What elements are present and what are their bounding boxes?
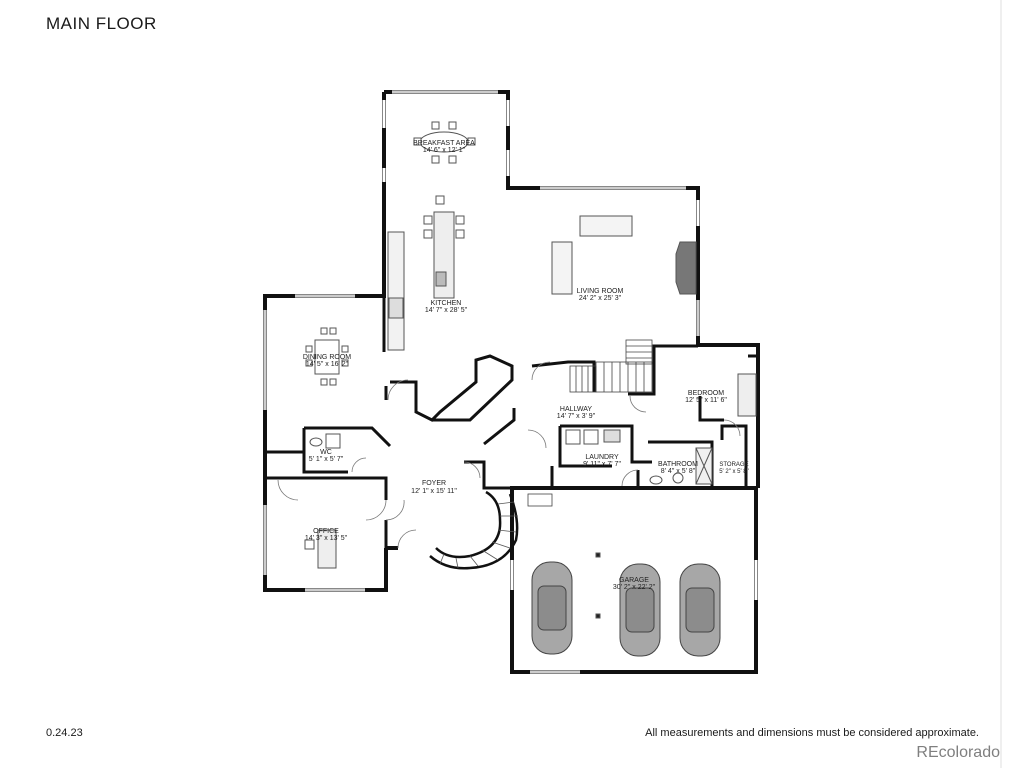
room-dims-hallway: 14' 7" x 3' 9" bbox=[557, 413, 596, 420]
room-dims-bedroom: 12' 5" x 11' 6" bbox=[685, 397, 727, 404]
car-middle bbox=[619, 563, 661, 657]
page-edge-divider bbox=[1000, 0, 1002, 768]
door-swings bbox=[277, 361, 741, 549]
furniture bbox=[304, 121, 757, 619]
room-name-laundry: LAUNDRY bbox=[585, 454, 619, 461]
interior-walls bbox=[265, 296, 758, 548]
room-name-breakfast: BREAKFAST AREA bbox=[413, 140, 475, 147]
room-name-bathroom: BATHROOM bbox=[658, 461, 698, 468]
brand-logo: REcolorado bbox=[916, 744, 1000, 761]
room-dims-breakfast: 14' 6" x 12' 1" bbox=[423, 147, 466, 154]
room-name-storage: STORAGE bbox=[719, 462, 748, 468]
car-left bbox=[531, 561, 573, 655]
room-dims-garage: 30' 2" x 22' 2" bbox=[613, 584, 656, 591]
room-name-bedroom: BEDROOM bbox=[688, 390, 724, 397]
plan-date: 0.24.23 bbox=[46, 727, 83, 739]
straight-stairs bbox=[527, 339, 653, 507]
room-name-kitchen: KITCHEN bbox=[431, 300, 462, 307]
room-name-hallway: HALLWAY bbox=[560, 406, 592, 413]
room-name-office: OFFICE bbox=[313, 528, 339, 535]
room-dims-dining: 14' 5" x 16' 2" bbox=[306, 361, 349, 368]
room-name-dining: DINING ROOM bbox=[303, 354, 351, 361]
room-name-foyer: FOYER bbox=[422, 480, 446, 487]
window-lines bbox=[264, 91, 699, 673]
room-dims-kitchen: 14' 7" x 28' 5" bbox=[425, 307, 468, 314]
stair-treads bbox=[439, 501, 518, 569]
room-labels: BREAKFAST AREA 14' 6" x 12' 1" KITCHEN 1… bbox=[303, 140, 749, 591]
room-dims-foyer: 12' 1" x 15' 11" bbox=[411, 488, 457, 495]
room-dims-laundry: 9' 11" x 7' 7" bbox=[583, 461, 621, 468]
room-dims-bathroom: 8' 4" x 5' 8" bbox=[661, 468, 696, 475]
room-dims-storage: 5' 2" x 5' 8" bbox=[719, 469, 749, 475]
room-name-garage: GARAGE bbox=[619, 577, 649, 584]
floor-title: MAIN FLOOR bbox=[46, 14, 157, 33]
room-dims-living: 24' 2" x 25' 3" bbox=[579, 295, 622, 302]
room-name-wc: WC bbox=[320, 449, 332, 456]
garage-cars bbox=[531, 561, 721, 657]
disclaimer-text: All measurements and dimensions must be … bbox=[645, 727, 979, 739]
car-right bbox=[679, 563, 721, 657]
room-dims-office: 14' 3" x 13' 5" bbox=[305, 535, 348, 542]
curved-stair bbox=[429, 490, 519, 570]
exterior-walls bbox=[263, 90, 760, 674]
room-name-living: LIVING ROOM bbox=[577, 288, 624, 295]
room-dims-wc: 5' 1" x 5' 7" bbox=[309, 456, 344, 463]
